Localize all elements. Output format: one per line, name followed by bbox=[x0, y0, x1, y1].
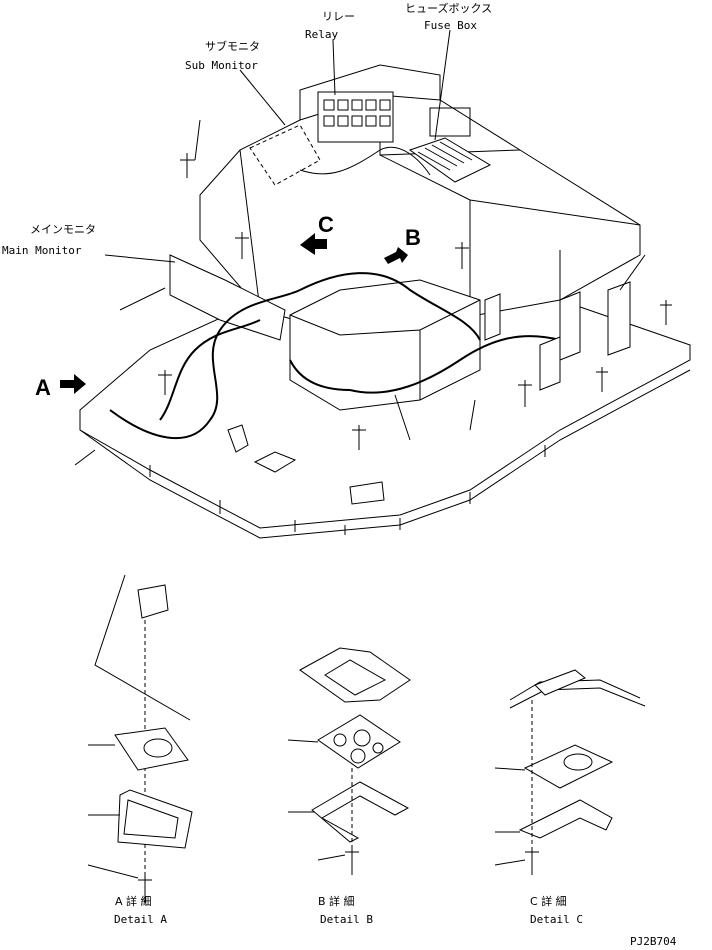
label-sub-monitor-en: Sub Monitor bbox=[185, 59, 258, 72]
detail-b-title-en: Detail B bbox=[320, 913, 373, 926]
detail-a bbox=[87, 574, 193, 903]
drawing-code: PJ2B704 bbox=[630, 935, 677, 948]
detail-c-title-en: Detail C bbox=[530, 913, 583, 926]
view-letter-b: B bbox=[405, 225, 421, 250]
view-letter-a: A bbox=[35, 375, 51, 400]
detail-a-title-en: Detail A bbox=[114, 913, 167, 926]
label-fuse-box-en: Fuse Box bbox=[424, 19, 477, 32]
view-arrow-b: B bbox=[384, 225, 421, 264]
label-main-monitor-jp: メインモニタ bbox=[30, 223, 96, 236]
detail-c bbox=[494, 669, 646, 875]
sub-monitor bbox=[249, 124, 321, 186]
label-relay-jp: リレー bbox=[322, 10, 355, 23]
label-relay-en: Relay bbox=[305, 28, 338, 41]
relay-block bbox=[317, 91, 394, 143]
bolts bbox=[158, 153, 672, 450]
leader-lines bbox=[74, 29, 646, 466]
fuse-box bbox=[408, 107, 492, 183]
label-main-monitor-en: Main Monitor bbox=[2, 244, 82, 257]
console-box bbox=[199, 64, 641, 411]
detail-a-title-jp: A 詳 細 bbox=[115, 894, 152, 908]
detail-c-title-jp: C 詳 細 bbox=[530, 894, 567, 908]
detail-b bbox=[287, 647, 411, 875]
label-fuse-box-jp: ヒューズボックス bbox=[405, 1, 492, 15]
view-arrow-c: C bbox=[300, 212, 334, 255]
main-monitor bbox=[169, 254, 286, 341]
label-sub-monitor-jp: サブモニタ bbox=[205, 39, 260, 53]
wire-harness bbox=[109, 146, 561, 440]
view-letter-c: C bbox=[318, 212, 334, 237]
view-arrow-a: A bbox=[35, 374, 86, 400]
detail-b-title-jp: B 詳 細 bbox=[318, 894, 355, 908]
terminal-blocks bbox=[484, 281, 631, 391]
